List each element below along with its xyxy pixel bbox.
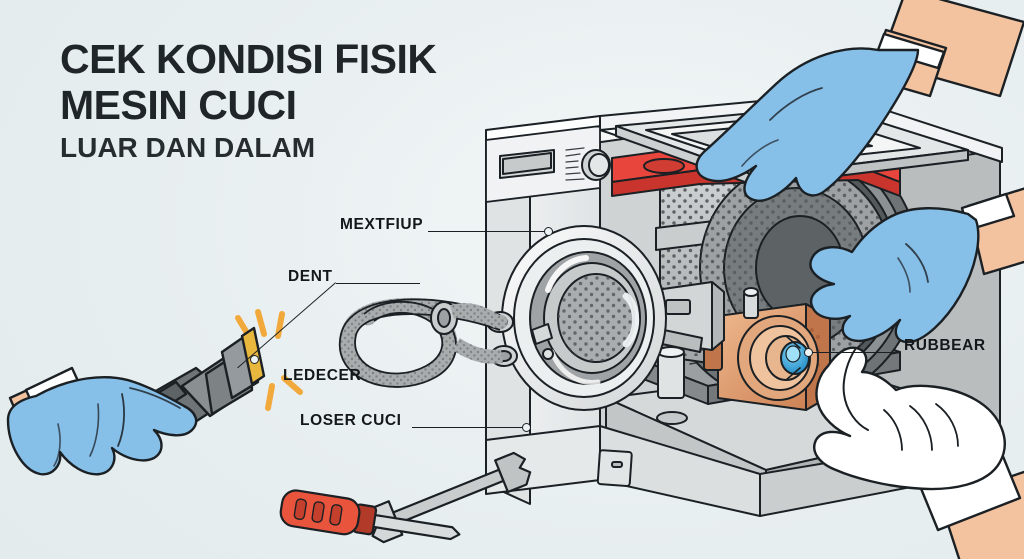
leader-line-dent <box>336 283 420 284</box>
leader-dot-mextfiup <box>544 227 553 236</box>
leader-dot-loser-cuci <box>522 423 531 432</box>
callout-label-dent: DENT <box>288 268 333 285</box>
headline-line-3: LUAR DAN DALAM <box>60 132 316 163</box>
callout-label-rubbear: RUBBEAR <box>904 337 986 354</box>
page-title: CEK KONDISI FISIK MESIN CUCI LUAR DAN DA… <box>60 36 530 168</box>
leader-dot-dent <box>250 355 259 364</box>
leader-line-rubbear <box>812 352 896 353</box>
callout-label-mextfiup: MEXTFIUP <box>340 216 424 233</box>
callout-label-ledecer: LEDECER <box>283 367 362 384</box>
callout-label-loser-cuci: LOSER CUCI <box>300 412 402 429</box>
headline-line-2: MESIN CUCI <box>60 82 297 128</box>
leader-dot-rubbear <box>804 348 813 357</box>
leader-line-mextfiup <box>428 231 548 232</box>
leader-line-loser-cuci <box>412 427 526 428</box>
headline-line-1: CEK KONDISI FISIK <box>60 36 437 82</box>
